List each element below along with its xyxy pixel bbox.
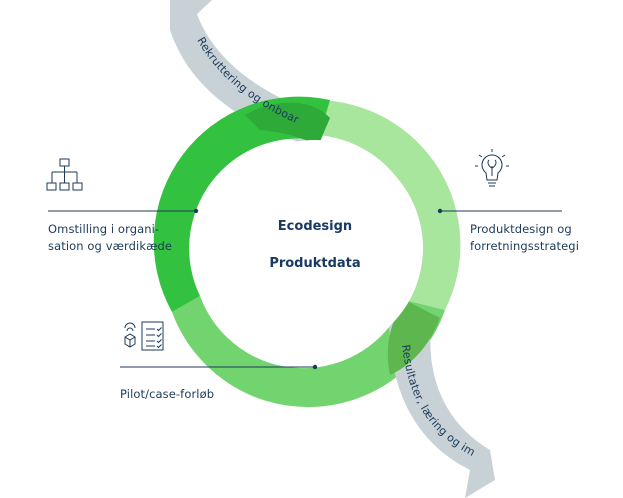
right-label: Produktdesign og forretningsstrategi <box>470 221 579 255</box>
center-title: Ecodesign <box>277 219 353 234</box>
left-label-line1: Omstilling i organi- <box>48 222 160 236</box>
center-circle <box>207 140 423 356</box>
ring-segment-light <box>315 99 461 311</box>
left-connector-dot <box>193 208 199 214</box>
right-label-line2: forretningsstrategi <box>470 239 579 253</box>
ring-overlap-top <box>245 102 330 146</box>
bottom-connector-dot <box>312 364 318 370</box>
left-label-line2: sation og værdikæde <box>48 239 173 253</box>
right-label-line1: Produktdesign og <box>470 222 572 236</box>
ring-segment-dark <box>153 96 330 312</box>
center-subtitle: Produktdata <box>269 256 361 271</box>
bottom-left-label: Pilot/case-forløb <box>120 387 215 401</box>
lightbulb-leaf-icon <box>475 149 509 187</box>
right-connector-dot <box>437 208 443 214</box>
checklist-box-icon <box>124 321 164 351</box>
org-chart-icon <box>46 158 83 191</box>
ring-segment-mid <box>172 296 445 408</box>
left-label: Omstilling i organi- sation og værdikæde <box>48 221 172 255</box>
ring-overlap-bottom <box>387 300 440 375</box>
